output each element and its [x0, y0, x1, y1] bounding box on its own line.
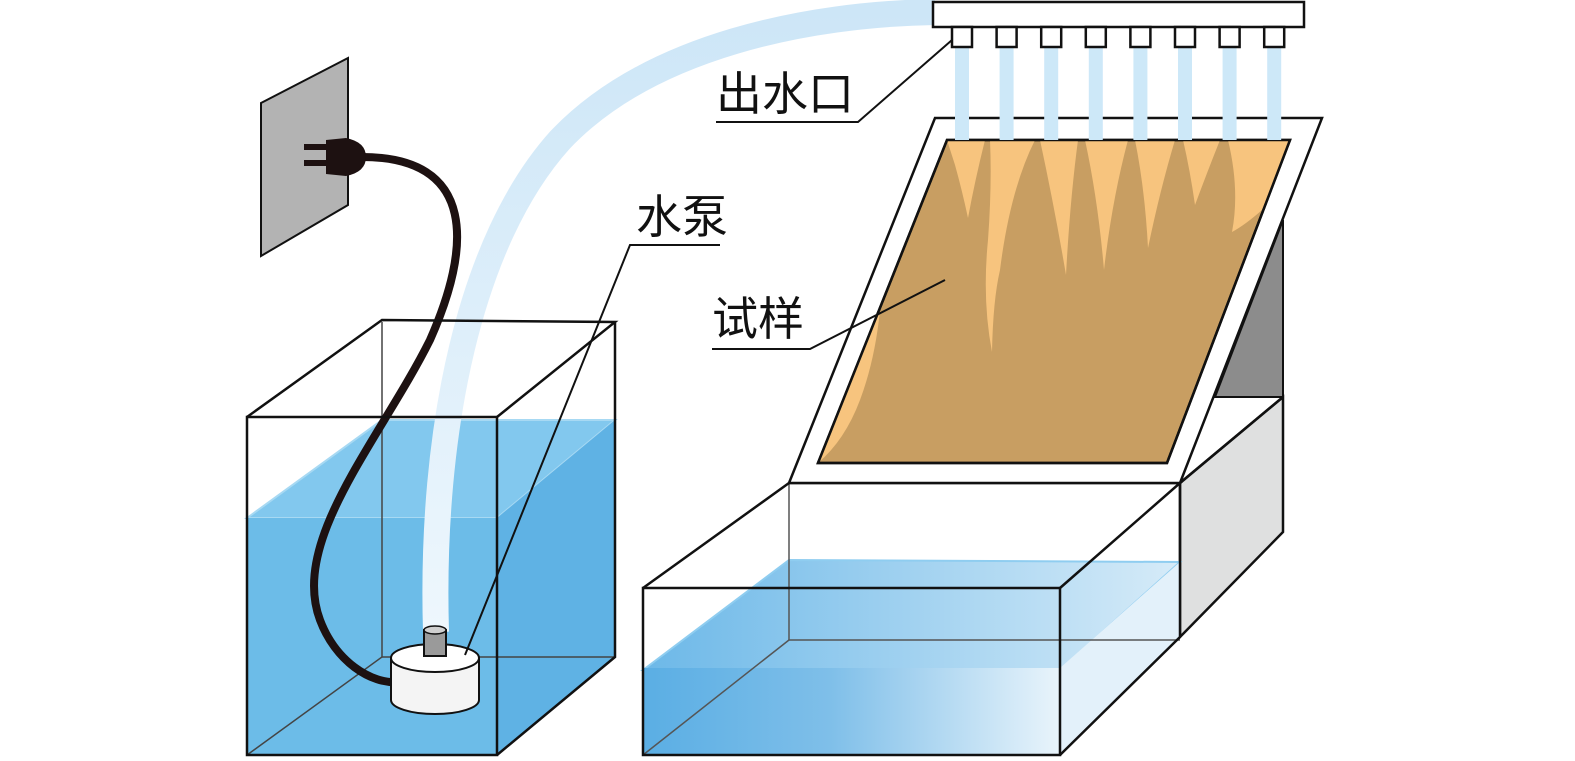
sprinkler-nozzles	[950, 25, 1286, 49]
sprinkler-manifold	[931, 0, 1306, 29]
label-outlet: 出水口	[716, 67, 854, 121]
water-stream	[1088, 48, 1103, 140]
water-stream	[1222, 48, 1237, 140]
socket-plate	[260, 56, 349, 258]
water-pump-icon	[390, 625, 480, 715]
tray-water-front	[643, 668, 1060, 755]
wall-socket	[260, 56, 349, 258]
outlet-nozzle	[1262, 25, 1286, 49]
outlet-nozzle	[1084, 25, 1108, 49]
water-stream	[999, 48, 1014, 140]
outlet-nozzle	[950, 25, 974, 49]
outlet-nozzle	[1218, 25, 1241, 49]
water-hose	[422, 0, 936, 633]
outlet-nozzle	[995, 25, 1018, 49]
water-stream	[955, 48, 969, 140]
power-plug-icon	[304, 138, 366, 176]
tray-water-right	[1060, 562, 1180, 755]
sample-leader	[712, 279, 946, 350]
water-stream	[1178, 48, 1192, 140]
water-stream	[1267, 48, 1282, 140]
collection-tray	[640, 219, 1285, 757]
outlet-nozzle	[1173, 25, 1197, 49]
label-pump: 水泵	[636, 190, 728, 244]
outlet-nozzle	[1129, 25, 1152, 49]
slope-board	[787, 116, 1324, 485]
sprinkler-streams	[955, 48, 1282, 140]
water-stream	[1133, 48, 1148, 140]
pump-leader	[464, 244, 720, 656]
outlet-nozzle	[1039, 25, 1063, 49]
power-cord	[310, 152, 462, 687]
leader-lines	[464, 39, 953, 656]
tank-water-front	[247, 518, 497, 755]
outlet-leader	[716, 39, 953, 123]
water-stream	[1044, 48, 1059, 140]
label-sample: 试样	[712, 292, 804, 346]
tank-outline	[245, 318, 619, 757]
